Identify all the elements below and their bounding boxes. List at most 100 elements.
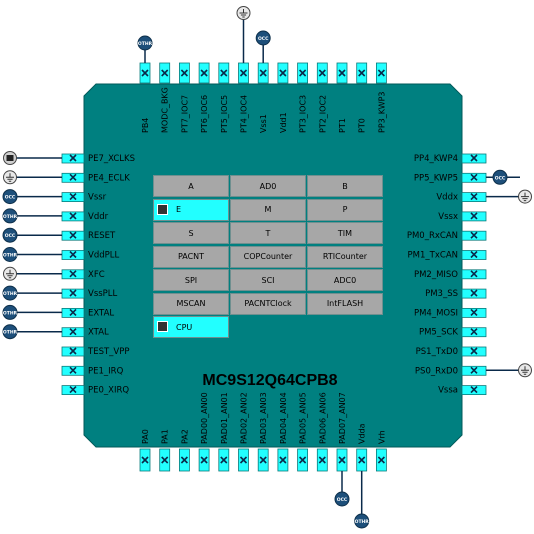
pin-left[interactable]: Vssr xyxy=(61,192,107,203)
pin-right[interactable]: Vssa xyxy=(438,385,487,396)
pin-connector[interactable] xyxy=(486,189,532,204)
pad-x-mark xyxy=(69,193,77,201)
pad-marker xyxy=(470,366,478,374)
module-p[interactable]: P xyxy=(307,198,383,221)
pin-connector[interactable]: OCC xyxy=(255,30,271,63)
pin-label: PT1 xyxy=(338,118,347,133)
pad-x-mark xyxy=(69,231,77,239)
pin-label: PM2_MISO xyxy=(414,270,458,280)
other-icon[interactable]: OTHR xyxy=(2,304,18,320)
occ-icon[interactable]: OCC xyxy=(255,30,271,46)
pin-connector[interactable] xyxy=(3,266,63,281)
module-m[interactable]: M xyxy=(230,198,306,221)
pin-label: Vssx xyxy=(438,212,458,222)
pad-marker xyxy=(180,456,188,464)
pad-x-mark xyxy=(141,456,149,464)
icon-label: OTHR xyxy=(138,41,153,47)
pin-connector[interactable] xyxy=(486,363,532,378)
pin-connector[interactable] xyxy=(236,6,251,64)
pad-marker xyxy=(69,231,77,239)
icon-circle xyxy=(2,324,18,340)
pad-marker xyxy=(338,69,346,77)
pad-marker xyxy=(69,328,77,336)
pin-connector[interactable]: OTHR xyxy=(2,247,62,262)
module-a[interactable]: A xyxy=(153,175,229,197)
other-icon[interactable]: OTHR xyxy=(2,247,18,262)
ground-icon[interactable] xyxy=(518,189,532,204)
pad-x-mark xyxy=(470,193,478,201)
module-s[interactable]: S xyxy=(153,222,229,244)
other-icon[interactable]: OTHR xyxy=(354,513,370,529)
pin-connector[interactable]: OTHR xyxy=(2,304,62,320)
pin-bottom[interactable]: PA2 xyxy=(178,429,190,472)
module-rticounter[interactable]: RTICounter xyxy=(307,245,383,268)
module-t[interactable]: T xyxy=(230,222,306,244)
ground-icon[interactable] xyxy=(3,170,17,185)
pin-label: PM0_RxCAN xyxy=(407,231,458,241)
pin-label: VssPLL xyxy=(88,289,118,299)
other-icon[interactable]: OTHR xyxy=(2,324,18,340)
pad-x-mark xyxy=(239,456,248,464)
pad-marker xyxy=(180,69,188,77)
pin-connector[interactable]: OCC xyxy=(486,169,520,185)
pin-bottom[interactable]: PA1 xyxy=(159,429,171,472)
occ-icon[interactable]: OCC xyxy=(334,491,350,507)
occ-icon[interactable]: OCC xyxy=(2,189,18,205)
pin-right[interactable]: Vssx xyxy=(438,211,487,222)
pin-connector[interactable]: OCC xyxy=(334,471,350,507)
module-mscan[interactable]: MSCAN xyxy=(153,292,229,315)
module-cpu[interactable]: CPU xyxy=(153,316,229,338)
module-adc0[interactable]: ADC0 xyxy=(307,269,383,291)
module-label: B xyxy=(342,181,348,191)
other-icon[interactable]: OTHR xyxy=(2,208,18,224)
pad-marker xyxy=(69,173,77,181)
ground-icon[interactable] xyxy=(518,363,532,378)
icon-circle xyxy=(255,30,271,46)
pad-marker xyxy=(69,154,77,162)
pin-label: PB4 xyxy=(141,118,150,133)
pin-connector[interactable] xyxy=(3,170,63,185)
pad-x-mark xyxy=(69,289,77,297)
ground-icon[interactable] xyxy=(236,6,251,20)
pad-marker xyxy=(279,456,287,464)
other-icon[interactable]: OTHR xyxy=(2,285,18,301)
module-pacnt[interactable]: PACNT xyxy=(153,245,229,268)
other-icon[interactable]: OTHR xyxy=(137,35,153,51)
pin-connector[interactable]: OCC xyxy=(2,227,62,243)
module-ad0[interactable]: AD0 xyxy=(230,175,306,197)
pin-connector[interactable]: OTHR xyxy=(2,285,62,301)
pin-connector[interactable]: OCC xyxy=(2,189,62,205)
module-b[interactable]: B xyxy=(307,175,383,197)
pad-x-mark xyxy=(470,270,478,278)
pad-x-mark xyxy=(69,386,77,394)
chip-icon[interactable] xyxy=(3,151,17,165)
pin-left[interactable]: XFC xyxy=(61,269,105,280)
module-label: T xyxy=(265,228,271,238)
icon-circle xyxy=(354,513,370,529)
pin-connector[interactable] xyxy=(3,151,63,165)
module-spi[interactable]: SPI xyxy=(153,269,229,291)
module-label: RTICounter xyxy=(322,252,368,261)
pin-connector[interactable]: OTHR xyxy=(354,471,370,529)
module-copcounter[interactable]: COPCounter xyxy=(230,245,306,268)
pin-connector[interactable]: OTHR xyxy=(2,324,62,340)
module-intflash[interactable]: IntFLASH xyxy=(307,292,383,315)
pad-x-mark xyxy=(220,456,228,464)
module-sci[interactable]: SCI xyxy=(230,269,306,291)
pin-label: PE4_ECLK xyxy=(88,173,130,183)
occ-icon[interactable]: OCC xyxy=(492,169,508,185)
ground-icon[interactable] xyxy=(3,266,17,281)
pin-label: EXTAL xyxy=(88,308,114,318)
module-tim[interactable]: TIM xyxy=(307,222,383,244)
module-pacntclock[interactable]: PACNTClock xyxy=(230,292,306,315)
pin-bottom[interactable]: Vrh xyxy=(375,430,387,472)
occ-icon[interactable]: OCC xyxy=(2,227,18,243)
icon-circle xyxy=(2,285,18,301)
pin-label: PS0_RxD0 xyxy=(415,366,458,376)
pin-bottom[interactable]: PA0 xyxy=(139,429,151,472)
module-e[interactable]: E xyxy=(153,198,229,221)
pad-x-mark xyxy=(338,69,346,77)
pin-connector[interactable]: OTHR xyxy=(2,208,62,224)
pin-connector[interactable]: OTHR xyxy=(137,35,153,63)
pad-marker xyxy=(200,456,208,464)
